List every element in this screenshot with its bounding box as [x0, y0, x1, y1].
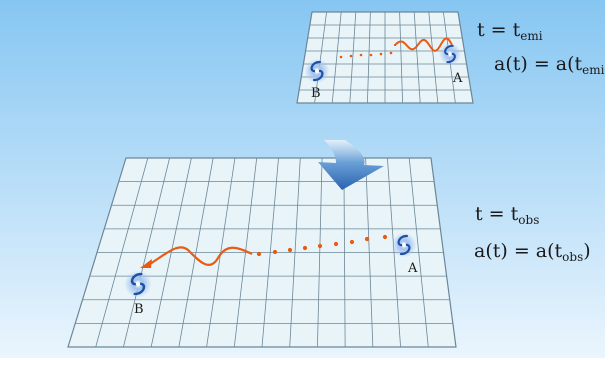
bottom-photon-dot [287, 247, 293, 253]
top-grid-line [331, 11, 342, 104]
bottom-time-equation: t = tobs [475, 203, 540, 227]
galaxies [124, 42, 462, 298]
top-photon-dot [369, 53, 373, 57]
bottom-photon-dot [349, 239, 355, 245]
bottom-photon-dot [272, 249, 278, 255]
top-photon-dot [349, 54, 353, 58]
bottom-galaxy-b [124, 270, 152, 298]
top-galaxy-a-core [448, 52, 452, 56]
top-grid-line [314, 11, 327, 104]
bottom-galaxy-a-label: A [408, 261, 418, 276]
top-photon-dot [339, 55, 343, 59]
bottom-galaxy-a-core [402, 243, 406, 247]
bottom-photon-wave [149, 246, 253, 266]
bottom-photon-dot [317, 243, 323, 249]
bottom-galaxy-b-core [135, 281, 141, 287]
top-photon-dot [389, 51, 393, 55]
photon-paths [140, 37, 453, 268]
top-grid-line [367, 11, 371, 104]
top-time-equation: t = temi [477, 19, 543, 43]
top-scale-factor-equation: a(t) = a(temi) [494, 53, 605, 77]
top-photon-wave [394, 37, 453, 52]
bottom-scale-factor-equation: a(t) = a(tobs) [474, 240, 591, 264]
bottom-photon-arrowhead [140, 259, 152, 268]
top-grid-line [349, 11, 357, 104]
bottom-galaxy-b-label: B [134, 302, 144, 317]
bottom-photon-dot [333, 241, 339, 247]
top-galaxy-b [304, 58, 330, 84]
bottom-photon-dot [302, 245, 308, 251]
top-grid-line [428, 11, 439, 104]
top-galaxy-a-label: A [453, 71, 463, 86]
bottom-photon-dot [382, 234, 388, 240]
top-photon-dot [379, 52, 383, 56]
top-galaxy-b-core [315, 69, 319, 73]
top-grid-plane [296, 11, 474, 104]
bottom-galaxy-a [391, 232, 417, 258]
expansion-arrow [318, 140, 384, 190]
top-grid-line [399, 11, 403, 104]
top-grid-line [413, 11, 421, 104]
bottom-photon-dot [364, 236, 370, 242]
top-galaxy-b-label: B [311, 86, 321, 101]
bottom-photon-dot [256, 251, 262, 257]
bottom-grid-plane [67, 157, 457, 348]
top-galaxy-a [438, 42, 462, 66]
top-photon-dot [359, 53, 363, 57]
